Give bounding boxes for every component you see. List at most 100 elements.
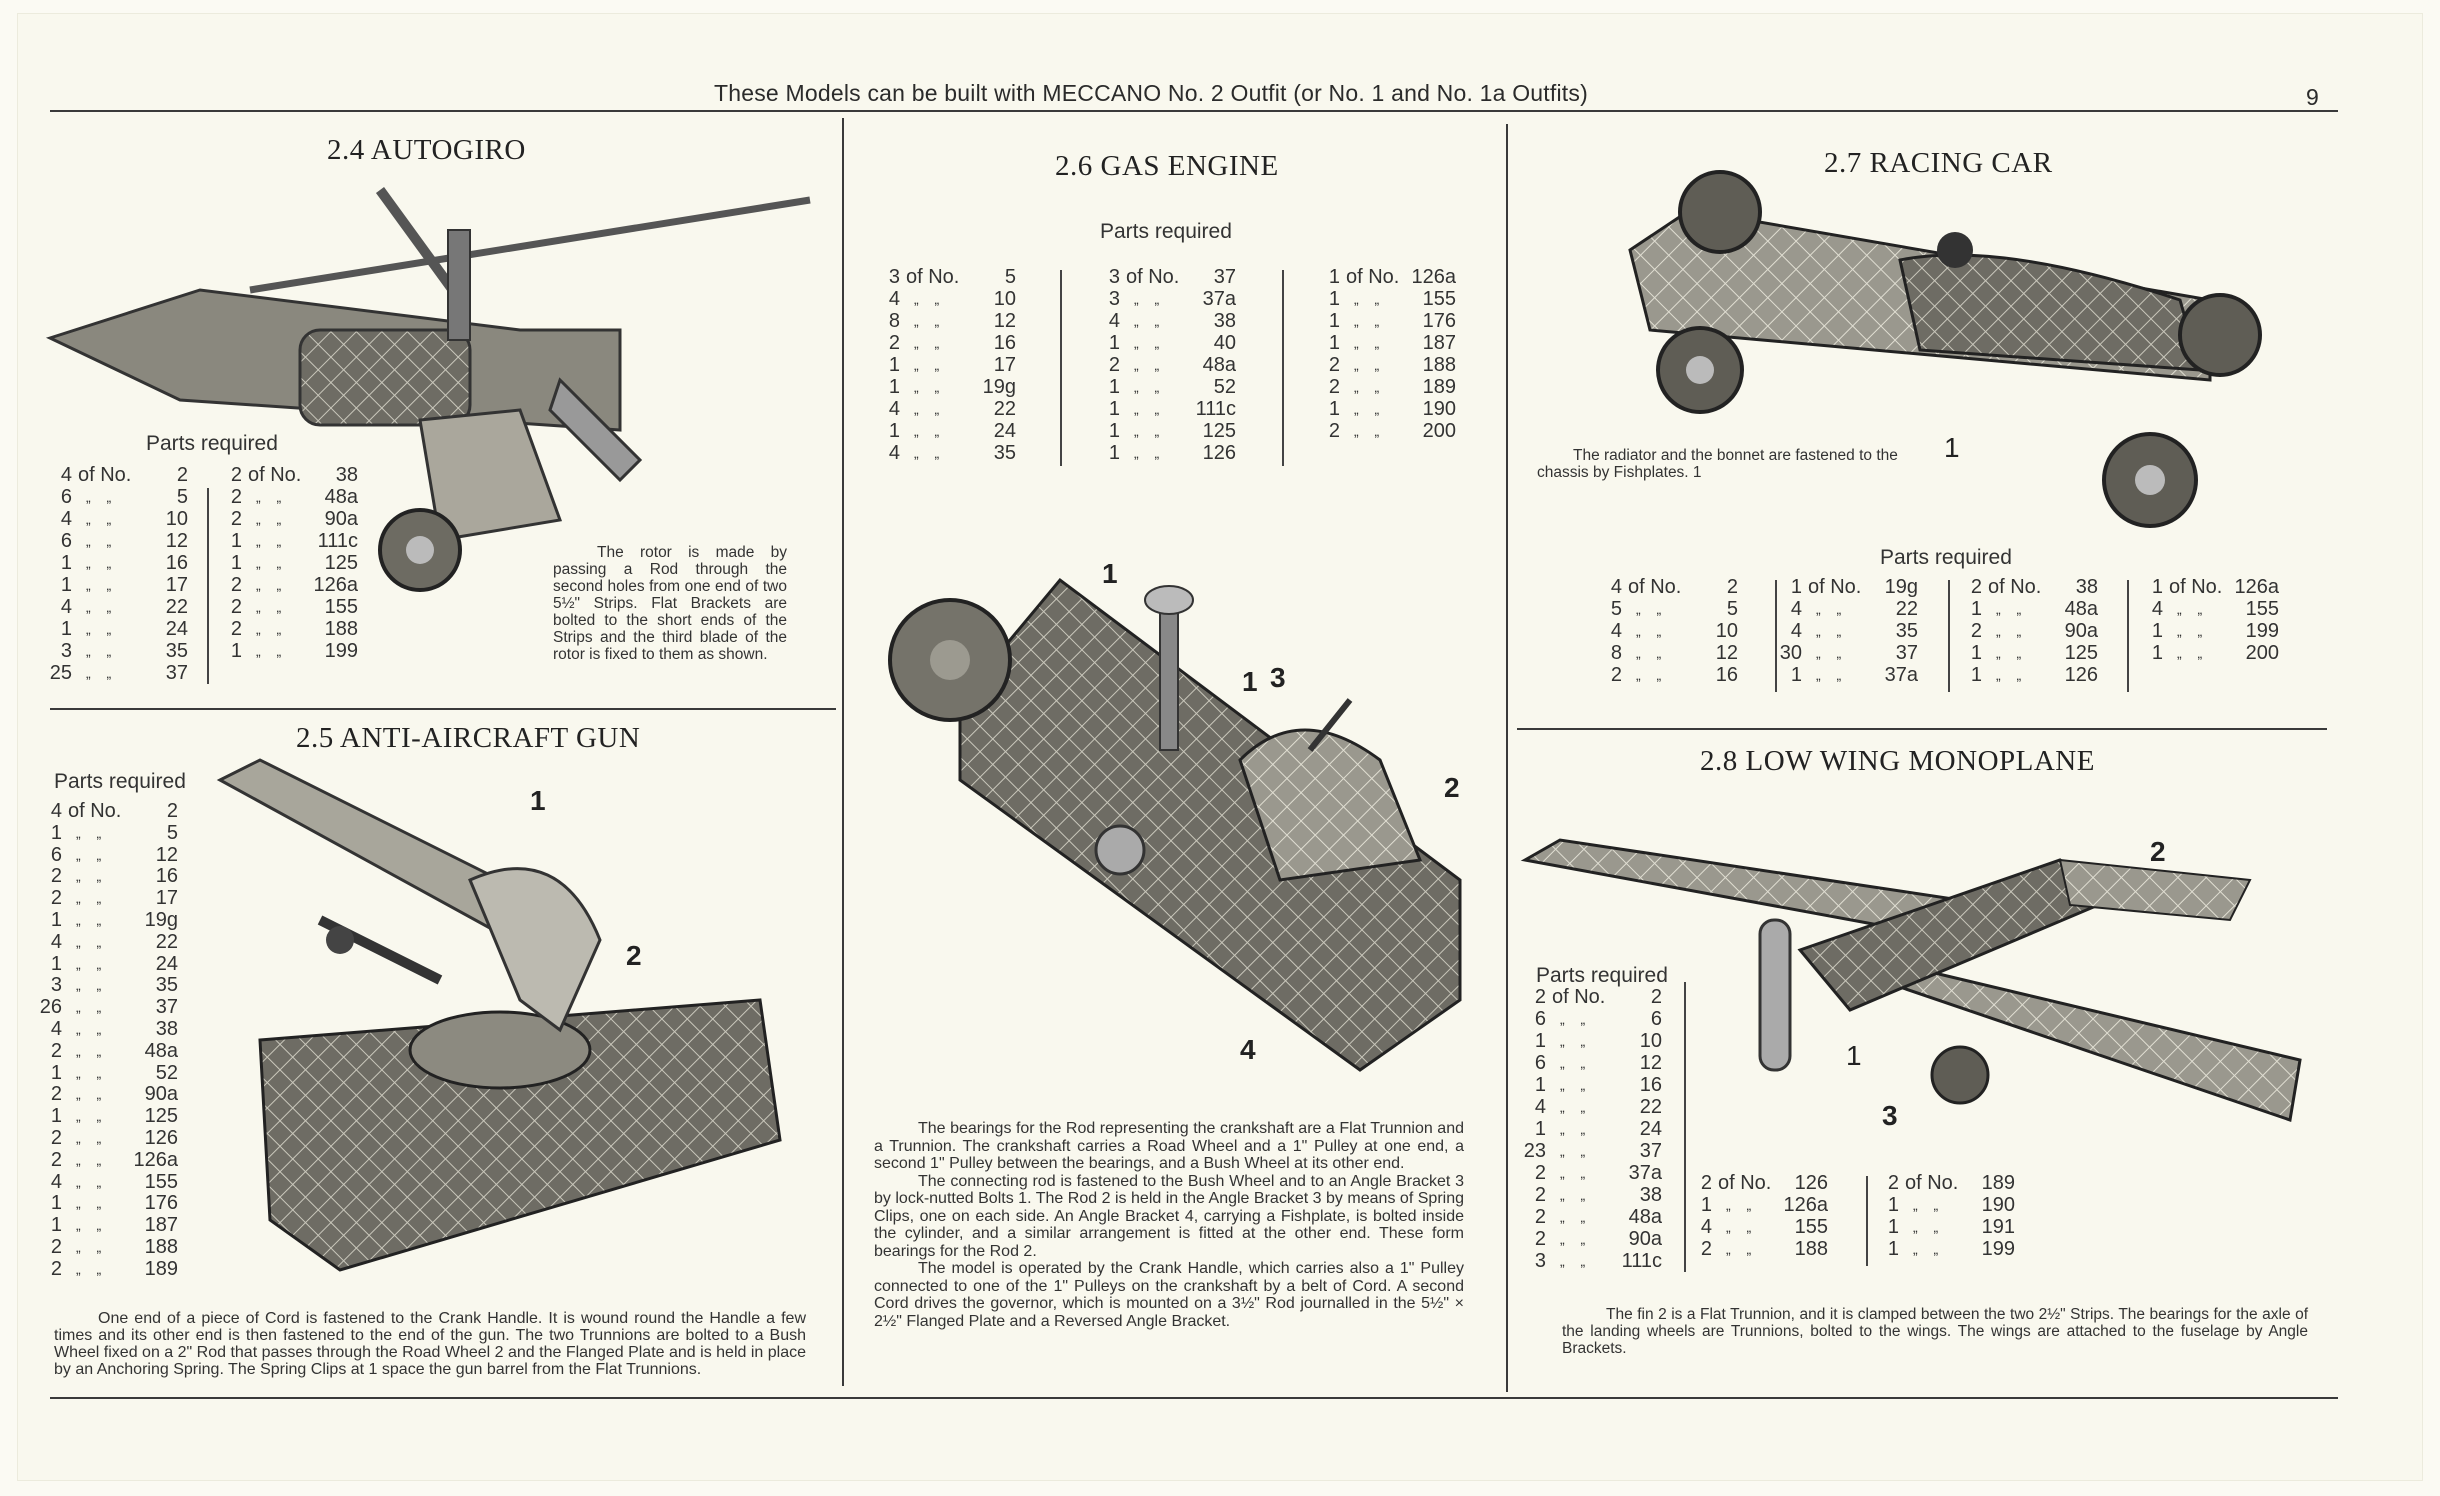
parts-row: 1„ „5 <box>32 821 178 845</box>
part-quantity: 23 <box>1523 1140 1546 1162</box>
parts-row: 1„ „190 <box>1869 1194 2015 1216</box>
part-number: 90a <box>2064 620 2098 642</box>
parts-row: 1„ „191 <box>1869 1216 2015 1238</box>
of-no-label: of No. <box>1718 1172 1772 1194</box>
ditto-marks: „ „ <box>1134 313 1166 329</box>
ditto-marks: „ „ <box>1354 379 1386 395</box>
ditto-marks: „ „ <box>76 1129 108 1146</box>
ditto-marks: „ „ <box>1354 423 1386 439</box>
part-quantity: 1 <box>230 530 242 552</box>
ditto-marks: „ „ <box>1134 379 1166 395</box>
part-quantity: 1 <box>888 354 900 376</box>
ditto-marks: „ „ <box>1913 1197 1945 1213</box>
part-quantity: 1 <box>1970 598 1982 620</box>
ditto-marks: „ „ <box>1354 335 1386 351</box>
page-number: 9 <box>2306 84 2319 110</box>
part-quantity: 1 <box>50 821 62 844</box>
part-quantity: 1 <box>50 1061 62 1084</box>
ditto-marks: „ „ <box>76 1217 108 1234</box>
parts-row: 25„ „37 <box>42 662 188 684</box>
autogiro-title: 2.4 AUTOGIRO <box>327 134 526 166</box>
part-number: 38 <box>1213 310 1236 332</box>
callout-1: 1 <box>1846 1040 1862 1071</box>
parts-row: 2„ „16 <box>870 332 1016 354</box>
part-number: 155 <box>1794 1216 1828 1238</box>
part-quantity: 2 <box>1700 1238 1712 1260</box>
parts-row: 1„ „48a <box>1952 598 2098 620</box>
ditto-marks: „ „ <box>1816 667 1848 683</box>
callout-2: 2 <box>2150 836 2166 867</box>
part-quantity: 1 <box>1534 1030 1546 1052</box>
part-quantity: 1 <box>1887 1216 1899 1238</box>
parts-row: 2„ „189 <box>32 1258 178 1281</box>
monoplane-note: The fin 2 is a Flat Trunnion, and it is … <box>1562 1306 2308 1357</box>
part-quantity: 1 <box>1970 642 1982 664</box>
part-quantity: 2 <box>1534 1162 1546 1184</box>
parts-row: 1„ „155 <box>1310 288 1456 310</box>
part-number: 38 <box>2075 576 2098 598</box>
parts-required-label: Parts required <box>146 432 278 455</box>
ditto-marks: „ „ <box>914 335 946 351</box>
of-no-label: of No. <box>2169 576 2223 598</box>
part-number: 40 <box>1213 332 1236 354</box>
part-number: 35 <box>1895 620 1918 642</box>
ditto-marks: „ „ <box>86 533 118 549</box>
part-quantity: 2 <box>50 1148 62 1171</box>
part-number: 48a <box>144 1039 178 1062</box>
part-number: 199 <box>2245 620 2279 642</box>
part-quantity: 4 <box>1610 576 1622 598</box>
part-number: 176 <box>144 1192 178 1215</box>
ditto-marks: „ „ <box>76 1064 108 1081</box>
part-number: 12 <box>165 530 188 552</box>
part-number: 12 <box>1715 642 1738 664</box>
part-quantity: 1 <box>1108 398 1120 420</box>
parts-row: 26„ „37 <box>32 996 178 1019</box>
part-quantity: 2 <box>888 332 900 354</box>
part-quantity: 1 <box>1534 1074 1546 1096</box>
parts-row: 4„ „35 <box>870 442 1016 464</box>
callout-1: 1 <box>1102 558 1118 589</box>
part-quantity: 2 <box>50 1039 62 1062</box>
ditto-marks: „ „ <box>1354 357 1386 373</box>
part-quantity: 8 <box>888 310 900 332</box>
part-number: 188 <box>324 618 358 640</box>
part-quantity: 1 <box>1887 1194 1899 1216</box>
part-number: 188 <box>1422 354 1456 376</box>
part-number: 37 <box>165 662 188 684</box>
part-number: 5 <box>1004 266 1016 288</box>
ditto-marks: „ „ <box>76 890 108 907</box>
part-quantity: 4 <box>1108 310 1120 332</box>
part-number: 2 <box>1726 576 1738 598</box>
part-number: 111c <box>1621 1250 1662 1272</box>
ditto-marks: „ „ <box>76 1238 108 1255</box>
ditto-marks: „ „ <box>256 489 288 505</box>
parts-row: 2„ „38 <box>1516 1184 1662 1206</box>
parts-row: 3„ „35 <box>32 975 178 997</box>
part-quantity: 1 <box>50 1105 62 1128</box>
part-number: 126a <box>1783 1194 1829 1216</box>
part-quantity: 5 <box>1610 598 1622 620</box>
part-number: 199 <box>324 640 358 662</box>
ditto-marks: „ „ <box>1134 291 1166 307</box>
parts-row: 6„ „12 <box>42 530 188 552</box>
ditto-marks: „ „ <box>86 621 118 637</box>
part-number: 2 <box>176 464 188 486</box>
part-quantity: 4 <box>1700 1216 1712 1238</box>
part-quantity: 30 <box>1779 642 1802 664</box>
parts-row: 4„ „22 <box>1516 1096 1662 1118</box>
parts-row: 3„ „35 <box>42 640 188 662</box>
parts-row: 1„ „24 <box>42 618 188 640</box>
part-number: 22 <box>155 930 178 953</box>
part-number: 200 <box>1422 420 1456 442</box>
part-quantity: 1 <box>60 574 72 596</box>
of-no-label: of No. <box>1346 266 1400 288</box>
part-quantity: 8 <box>1610 642 1622 664</box>
parts-row: 1„ „125 <box>212 552 358 574</box>
parts-row: 1„ „187 <box>32 1214 178 1237</box>
parts-row: 2„ „90a <box>212 508 358 530</box>
